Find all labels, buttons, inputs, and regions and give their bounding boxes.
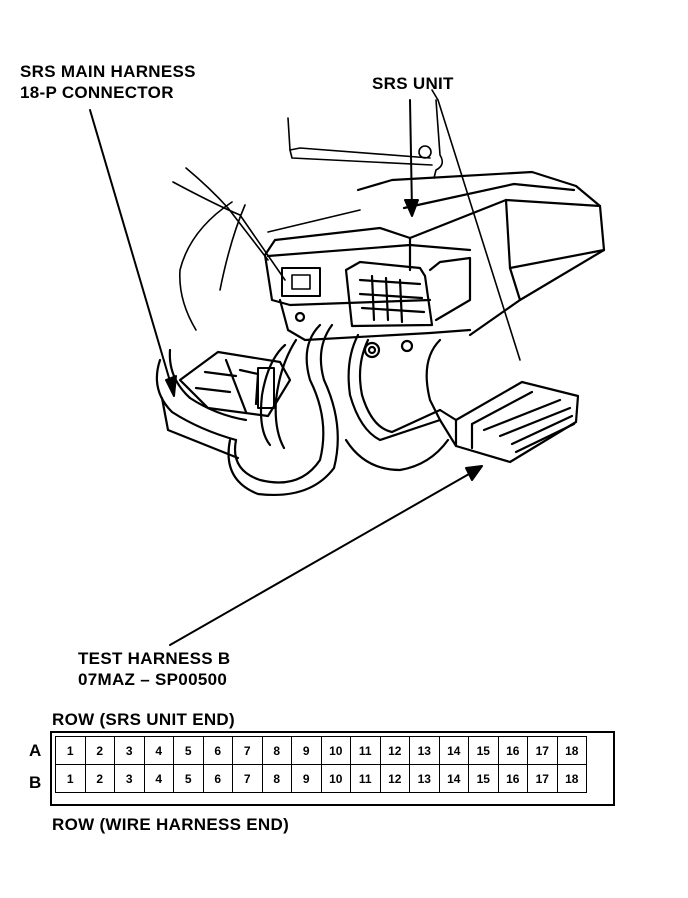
pin-cell: 14: [438, 764, 469, 793]
pin-cell: 2: [84, 736, 115, 765]
pin-cell: 7: [232, 736, 263, 765]
test-harness-label-line1: TEST HARNESS B: [78, 649, 231, 668]
connector-label-line2: 18-P CONNECTOR: [20, 83, 174, 102]
row-letter-b: B: [29, 773, 42, 792]
row-bottom-caption: ROW (WIRE HARNESS END): [52, 815, 290, 834]
pin-cell: 16: [497, 736, 528, 765]
pin-cell: 13: [409, 764, 440, 793]
pin-cell: 5: [173, 764, 204, 793]
vehicle-floor-lines: [172, 89, 521, 361]
pin-cell: 17: [527, 736, 558, 765]
srs-unit-box: [263, 170, 606, 353]
pin-cell: 17: [527, 764, 558, 793]
pin-cell: 4: [143, 736, 174, 765]
pin-cell: 3: [114, 736, 145, 765]
leader-arrows: [89, 99, 483, 646]
pin-cell: 15: [468, 764, 499, 793]
pin-cell: 6: [202, 764, 233, 793]
pin-cell: 15: [468, 736, 499, 765]
pin-cell: 1: [55, 736, 86, 765]
pin-cell: 4: [143, 764, 174, 793]
pin-cell: 18: [556, 736, 587, 765]
pin-cell: 11: [350, 764, 381, 793]
connector-label-line1: SRS MAIN HARNESS: [20, 62, 196, 81]
connector-label: SRS MAIN HARNESS 18-P CONNECTOR: [20, 61, 196, 103]
pin-cell: 18: [556, 764, 587, 793]
srs-unit-label: SRS UNIT: [372, 74, 454, 93]
pin-cell: 13: [409, 736, 440, 765]
test-harness-part-number: 07MAZ – SP00500: [78, 670, 228, 689]
pin-cell: 11: [350, 736, 381, 765]
pin-cell: 14: [438, 736, 469, 765]
pin-cell: 8: [261, 736, 292, 765]
pin-cell: 1: [55, 764, 86, 793]
test-harness-plug: [438, 380, 580, 464]
pin-cell: 12: [379, 736, 410, 765]
pin-cell: 6: [202, 736, 233, 765]
pin-cell: 16: [497, 764, 528, 793]
pin-cell: 9: [291, 764, 322, 793]
pin-cell: 10: [320, 736, 351, 765]
pin-cell: 5: [173, 736, 204, 765]
pin-cell: 12: [379, 764, 410, 793]
row-top-caption: ROW (SRS UNIT END): [52, 710, 235, 729]
harness-cables: [155, 323, 450, 496]
pin-cell: 2: [84, 764, 115, 793]
pin-cell: 8: [261, 764, 292, 793]
pin-table-frame: [50, 731, 615, 806]
pin-cell: 3: [114, 764, 145, 793]
row-letter-a: A: [29, 741, 42, 760]
test-harness-label: TEST HARNESS B 07MAZ – SP00500: [78, 648, 231, 690]
pin-cell: 10: [320, 764, 351, 793]
harness-18p-connector: [178, 350, 292, 418]
pin-cell: 7: [232, 764, 263, 793]
pin-cell: 9: [291, 736, 322, 765]
